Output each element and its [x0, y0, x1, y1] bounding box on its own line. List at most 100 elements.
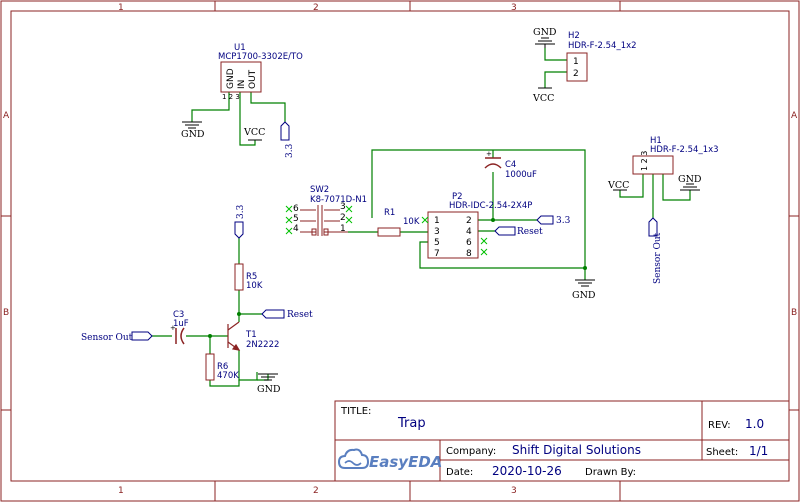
- cloud-icon: [337, 448, 370, 469]
- net-sensor-c3: Sensor Out: [81, 333, 133, 343]
- frame-col-3-top: 3: [511, 3, 517, 13]
- h2-ref: H2: [568, 31, 580, 41]
- p2-ref: P2: [452, 192, 463, 202]
- sw2-switch[interactable]: SW2 K8-7071D-N1 6 5 4 3 2 1: [285, 185, 367, 236]
- h1-header[interactable]: H1 HDR-F-2.54_1x3 1 2 3: [632, 136, 719, 175]
- frame-col-1-bottom: 1: [118, 486, 124, 496]
- r6-ref: R6: [217, 362, 228, 372]
- r1-ref: R1: [384, 208, 395, 218]
- sw2-pin-4: 4: [293, 224, 299, 234]
- t1-ref: T1: [245, 330, 257, 340]
- rev-label: REV:: [708, 420, 731, 431]
- c3-ref: C3: [173, 310, 184, 320]
- c3-plus: +: [170, 324, 176, 332]
- sw2-ref: SW2: [310, 185, 329, 195]
- port-sensor-c3: [131, 331, 153, 341]
- frame-col-3-bottom: 3: [511, 486, 517, 496]
- frame-row-b-right: B: [791, 308, 797, 318]
- u1-value: MCP1700-3302E/TO: [218, 52, 303, 62]
- h1-pin-numbers: 1 2 3: [640, 151, 649, 171]
- t1-transistor[interactable]: [227, 321, 241, 351]
- h1-value: HDR-F-2.54_1x3: [650, 145, 719, 155]
- r5-resistor[interactable]: R5 10K: [234, 263, 263, 291]
- r6-value: 470K: [217, 371, 239, 381]
- c4-value: 1000uF: [505, 170, 537, 180]
- c4-capacitor[interactable]: + C4 1000uF: [484, 150, 537, 180]
- gnd-h2-icon: [535, 37, 555, 48]
- gnd-p2-icon: [575, 279, 595, 287]
- company-label: Company:: [446, 446, 496, 457]
- date-label: Date:: [446, 467, 473, 478]
- frame-row-a-right: A: [791, 111, 798, 121]
- p2-pin-2: 2: [466, 216, 472, 226]
- net-reset-t1: Reset: [287, 310, 313, 320]
- net-gnd-u1: GND: [181, 129, 205, 140]
- u1-regulator[interactable]: U1 MCP1700-3302E/TO GND IN OUT 1 2 3: [218, 43, 303, 101]
- c4-ref: C4: [505, 160, 516, 170]
- title-label: TITLE:: [340, 406, 371, 417]
- p2-pin-1: 1: [434, 216, 440, 226]
- h2-header[interactable]: H2 HDR-F-2.54_1x2 1 2: [566, 31, 637, 82]
- c3-value: 1uF: [173, 319, 189, 329]
- net-reset-p2: Reset: [517, 227, 543, 237]
- p2-pin-4: 4: [466, 227, 472, 237]
- sw2-pin-6: 6: [293, 204, 299, 214]
- logo-text: EasyEDA: [369, 453, 442, 471]
- sw2-pin-1: 1: [340, 224, 346, 234]
- gnd-symbols: [182, 37, 700, 381]
- net-gnd-h1: GND: [678, 174, 702, 185]
- p2-pin-7: 7: [434, 249, 440, 259]
- sw2-pin-5: 5: [293, 214, 299, 224]
- frame-col-2-top: 2: [313, 3, 319, 13]
- gnd-t1-icon: [258, 373, 278, 381]
- sheet-value: 1/1: [749, 444, 768, 458]
- net-vcc-h1: VCC: [607, 180, 629, 191]
- u1-pin-in: IN: [237, 80, 247, 89]
- port-3v3-u1: [280, 121, 290, 141]
- p2-pin-8: 8: [466, 249, 472, 259]
- net-gnd-p2: GND: [572, 290, 596, 301]
- net-3v3-p2: 3.3: [556, 216, 571, 226]
- u1-pin-gnd: GND: [226, 68, 236, 89]
- h1-ref: H1: [650, 136, 662, 146]
- h2-pin-2: 2: [573, 69, 579, 79]
- p2-value: HDR-IDC-2.54-2X4P: [449, 201, 532, 211]
- frame-col-1-top: 1: [118, 3, 124, 13]
- net-sensor-h1: Sensor Out: [653, 232, 663, 284]
- drawn-by-label: Drawn By:: [585, 467, 636, 478]
- gnd-h1-icon: [680, 183, 700, 191]
- net-gnd-h2: GND: [533, 27, 557, 38]
- p2-pin-3: 3: [434, 227, 440, 237]
- junction-dots: [208, 218, 587, 338]
- date-value: 2020-10-26: [492, 464, 562, 478]
- p2-header[interactable]: P2 HDR-IDC-2.54-2X4P 1 3 5 7 2 4 6 8: [421, 192, 532, 259]
- t1-value: 2N2222: [246, 340, 279, 350]
- net-vcc-u1: VCC: [243, 127, 265, 138]
- net-ports: [131, 121, 658, 341]
- title-value: Trap: [397, 416, 426, 431]
- r1-resistor[interactable]: R1 10K: [377, 208, 420, 237]
- title-block: [334, 400, 790, 482]
- u1-pin-out: OUT: [248, 69, 258, 89]
- net-3v3-u1: 3.3: [285, 143, 295, 158]
- frame-row-a-left: A: [3, 111, 10, 121]
- company-value: Shift Digital Solutions: [512, 443, 641, 457]
- cloud-wave-icon: [344, 460, 362, 466]
- r1-value: 10K: [403, 217, 420, 227]
- u1-pin-numbers: 1 2 3: [222, 93, 240, 101]
- r5-ref: R5: [246, 272, 257, 282]
- r5-value: 10K: [246, 281, 263, 291]
- u1-ref: U1: [234, 43, 246, 53]
- net-vcc-h2: VCC: [532, 93, 554, 104]
- p2-pin-6: 6: [466, 238, 472, 248]
- easyeda-logo: EasyEDA: [337, 448, 442, 471]
- rev-value: 1.0: [745, 417, 764, 431]
- net-3v3-r5: 3.3: [236, 204, 246, 219]
- c4-plus: +: [486, 150, 492, 158]
- c3-capacitor[interactable]: + C3 1uF: [170, 310, 189, 345]
- port-reset-t1: [261, 309, 285, 319]
- gnd-u1-icon: [182, 121, 202, 129]
- port-3v3-r5: [234, 221, 244, 239]
- r6-resistor[interactable]: R6 470K: [205, 353, 239, 381]
